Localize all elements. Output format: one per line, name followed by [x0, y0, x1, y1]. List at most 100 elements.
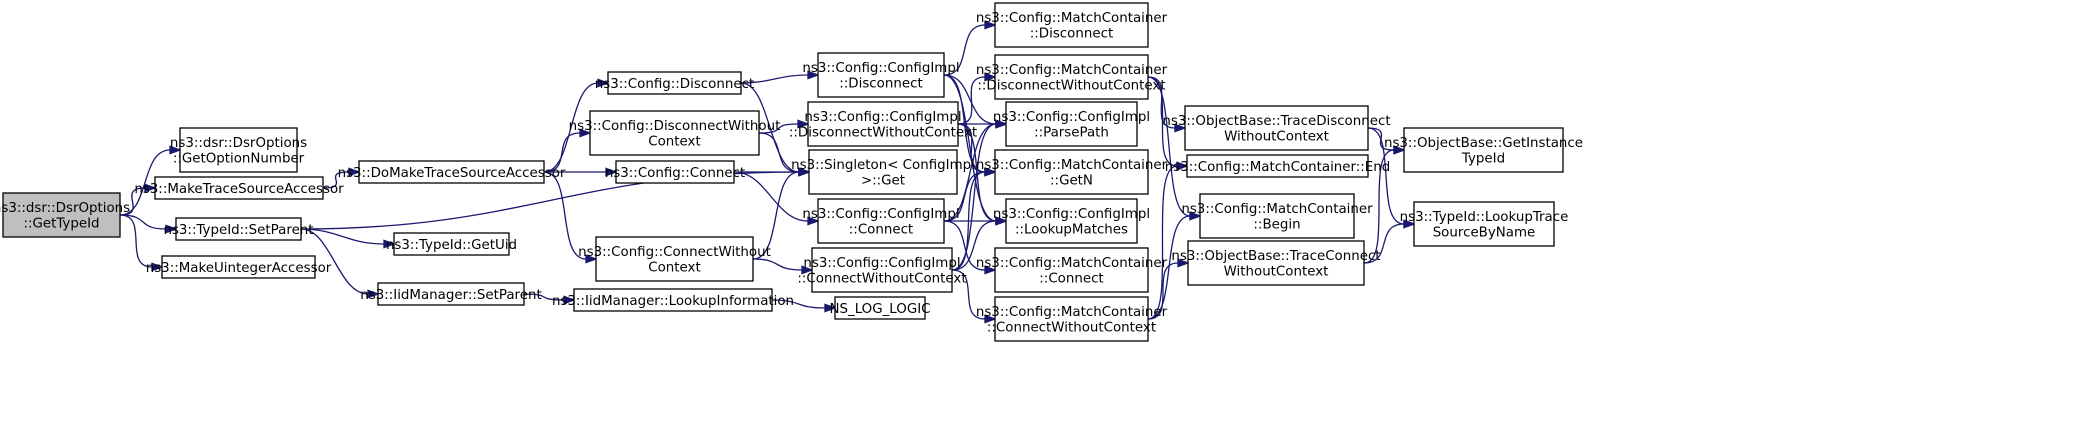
- edge-line: [758, 123, 799, 134]
- node-label: ::LookupMatches: [1015, 223, 1128, 238]
- edge-line: [951, 171, 986, 271]
- edge-iidmanager-lookupinformation-to-ns-log-logic: [771, 299, 837, 313]
- node-matchcontainer-disconnectwithoutcontext[interactable]: ns3::Config::MatchContainer::DisconnectW…: [976, 54, 1168, 100]
- node-singleton-get[interactable]: ns3::Singleton< ConfigImpl >::Get: [791, 149, 975, 195]
- node-objectbase-traceconnectwithoutcontext[interactable]: ns3::ObjectBase::TraceConnectWithoutCont…: [1171, 240, 1381, 286]
- node-label: ::Disconnect: [839, 77, 922, 92]
- edge-line: [543, 171, 587, 260]
- edge-line: [752, 258, 803, 271]
- node-config-disconnectwithoutcontext[interactable]: ns3::Config::DisconnectWithoutContext: [569, 110, 781, 156]
- edge-line: [1147, 165, 1178, 320]
- node-label: ::DisconnectWithoutContext: [789, 126, 977, 141]
- node-typeid-getuid[interactable]: ns3::TypeId::GetUid: [386, 232, 517, 256]
- edge-arrowhead: [151, 262, 164, 272]
- node-matchcontainer-begin[interactable]: ns3::Config::MatchContainer::Begin: [1181, 193, 1373, 239]
- node-makeuintegeraccessor[interactable]: ns3::MakeUintegerAccessor: [146, 255, 332, 279]
- node-label: ::DisconnectWithoutContext: [977, 79, 1165, 94]
- node-box: [1199, 193, 1355, 239]
- node-label: ns3::Config::DisconnectWithout: [569, 119, 781, 134]
- node-matchcontainer-end[interactable]: ns3::Config::MatchContainer::End: [1165, 154, 1391, 178]
- node-box: [1403, 127, 1564, 173]
- edge-line: [951, 123, 997, 271]
- edge-line: [1367, 127, 1405, 225]
- edge-objectbase-traceconnectwithoutcontext-to-objectbase-getinstancetypeid: [1363, 145, 1406, 264]
- edge-line: [300, 228, 369, 295]
- node-label: ns3::Config::ConfigImpl: [993, 207, 1150, 222]
- edge-matchcontainer-connectwithoutcontext-to-objectbase-traceconnectwithoutcontext: [1147, 258, 1190, 320]
- node-label: ns3::MakeUintegerAccessor: [146, 261, 332, 276]
- node-ns-log-logic[interactable]: NS_LOG_LOGIC: [829, 296, 931, 320]
- edge-arrowhead: [579, 128, 592, 138]
- edge-line: [1147, 262, 1179, 320]
- edge-arrowhead: [1393, 145, 1406, 155]
- node-label: ns3::Config::MatchContainer: [976, 305, 1168, 320]
- node-configimpl-connect[interactable]: ns3::Config::ConfigImpl::Connect: [802, 198, 960, 244]
- node-configimpl-disconnect[interactable]: ns3::Config::ConfigImpl::Disconnect: [802, 52, 960, 98]
- node-objectbase-tracedisconnectwithoutcontext[interactable]: ns3::ObjectBase::TraceDisconnectWithoutC…: [1162, 105, 1391, 151]
- edge-line: [543, 82, 599, 173]
- node-getoptionnumber[interactable]: ns3::dsr::DsrOptions::GetOptionNumber: [170, 127, 307, 173]
- node-configimpl-lookupmatches[interactable]: ns3::Config::ConfigImpl::LookupMatches: [993, 198, 1150, 244]
- node-box: [393, 232, 510, 256]
- node-label: SourceByName: [1433, 226, 1536, 241]
- edge-configimpl-connectwithoutcontext-to-configimpl-lookupmatches: [951, 216, 1008, 271]
- edge-arrowhead: [984, 167, 997, 177]
- node-box: [589, 110, 760, 156]
- node-gettypeid[interactable]: ns3::dsr::DsrOptions::GetTypeId: [0, 192, 130, 238]
- node-matchcontainer-disconnect[interactable]: ns3::Config::MatchContainer::Disconnect: [976, 2, 1168, 48]
- node-label: NS_LOG_LOGIC: [829, 302, 930, 317]
- node-box: [573, 288, 773, 312]
- node-label: ns3::Config::ConfigImpl: [802, 61, 959, 76]
- edge-typeid-setparent-to-typeid-getuid: [300, 228, 396, 249]
- edge-line: [771, 299, 826, 309]
- node-label: ns3::IidManager::SetParent: [360, 288, 542, 303]
- edge-matchcontainer-connectwithoutcontext-to-matchcontainer-begin: [1147, 211, 1202, 320]
- node-matchcontainer-connectwithoutcontext[interactable]: ns3::Config::MatchContainer::ConnectWith…: [976, 296, 1168, 342]
- node-configimpl-connectwithoutcontext[interactable]: ns3::Config::ConfigImpl::ConnectWithoutC…: [797, 247, 967, 293]
- edge-line: [740, 74, 809, 84]
- node-label: TypeId: [1461, 152, 1505, 167]
- node-config-disconnect[interactable]: ns3::Config::Disconnect: [595, 71, 754, 95]
- node-label: ns3::dsr::DsrOptions: [170, 136, 307, 151]
- node-maketracesourceaccessor[interactable]: ns3::MakeTraceSourceAccessor: [134, 176, 344, 200]
- node-label: ns3::TypeId::GetUid: [386, 238, 517, 253]
- node-label: WithoutContext: [1224, 130, 1329, 145]
- edge-line: [543, 132, 581, 173]
- node-box: [1005, 101, 1138, 147]
- edge-arrowhead: [797, 119, 810, 129]
- node-iidmanager-setparent[interactable]: ns3::IidManager::SetParent: [360, 282, 542, 306]
- edge-config-connect-to-configimpl-connect: [733, 171, 820, 226]
- edge-arrowhead: [1403, 219, 1416, 229]
- node-box: [808, 149, 958, 195]
- node-matchcontainer-getn[interactable]: ns3::Config::MatchContainer::GetN: [976, 149, 1168, 195]
- node-label: WithoutContext: [1224, 265, 1329, 280]
- edge-arrowhead: [367, 289, 380, 299]
- edge-arrowhead: [597, 78, 610, 88]
- node-configimpl-parsepath[interactable]: ns3::Config::ConfigImpl::ParsePath: [993, 101, 1150, 147]
- node-label: ns3::Config::Connect: [605, 166, 745, 181]
- edge-arrowhead: [348, 167, 361, 177]
- node-box: [994, 247, 1149, 293]
- node-box: [175, 217, 302, 241]
- node-box: [1187, 240, 1365, 286]
- edge-line: [943, 74, 997, 222]
- edge-line: [943, 123, 997, 222]
- node-matchcontainer-connect[interactable]: ns3::Config::MatchContainer::Connect: [976, 247, 1168, 293]
- edge-line: [119, 214, 153, 268]
- edge-arrowhead: [563, 295, 576, 305]
- node-label: ns3::Config::MatchContainer: [1181, 202, 1373, 217]
- node-config-connectwithoutcontext[interactable]: ns3::Config::ConnectWithoutContext: [578, 236, 771, 282]
- node-label: ns3::TypeId::SetParent: [163, 223, 313, 238]
- node-label: ns3::Config::Disconnect: [595, 77, 754, 92]
- node-typeid-setparent[interactable]: ns3::TypeId::SetParent: [163, 217, 314, 241]
- node-iidmanager-lookupinformation[interactable]: ns3::IidManager::LookupInformation: [552, 288, 794, 312]
- edge-matchcontainer-connectwithoutcontext-to-matchcontainer-end: [1147, 161, 1189, 320]
- edge-line: [943, 220, 986, 271]
- edge-configimpl-connectwithoutcontext-to-matchcontainer-getn: [951, 167, 997, 271]
- node-config-connect[interactable]: ns3::Config::Connect: [605, 160, 745, 184]
- node-configimpl-disconnectwithoutcontext[interactable]: ns3::Config::ConfigImpl::DisconnectWitho…: [789, 101, 977, 147]
- node-domaketracesourceaccessor[interactable]: ns3::DoMakeTraceSourceAccessor: [338, 160, 566, 184]
